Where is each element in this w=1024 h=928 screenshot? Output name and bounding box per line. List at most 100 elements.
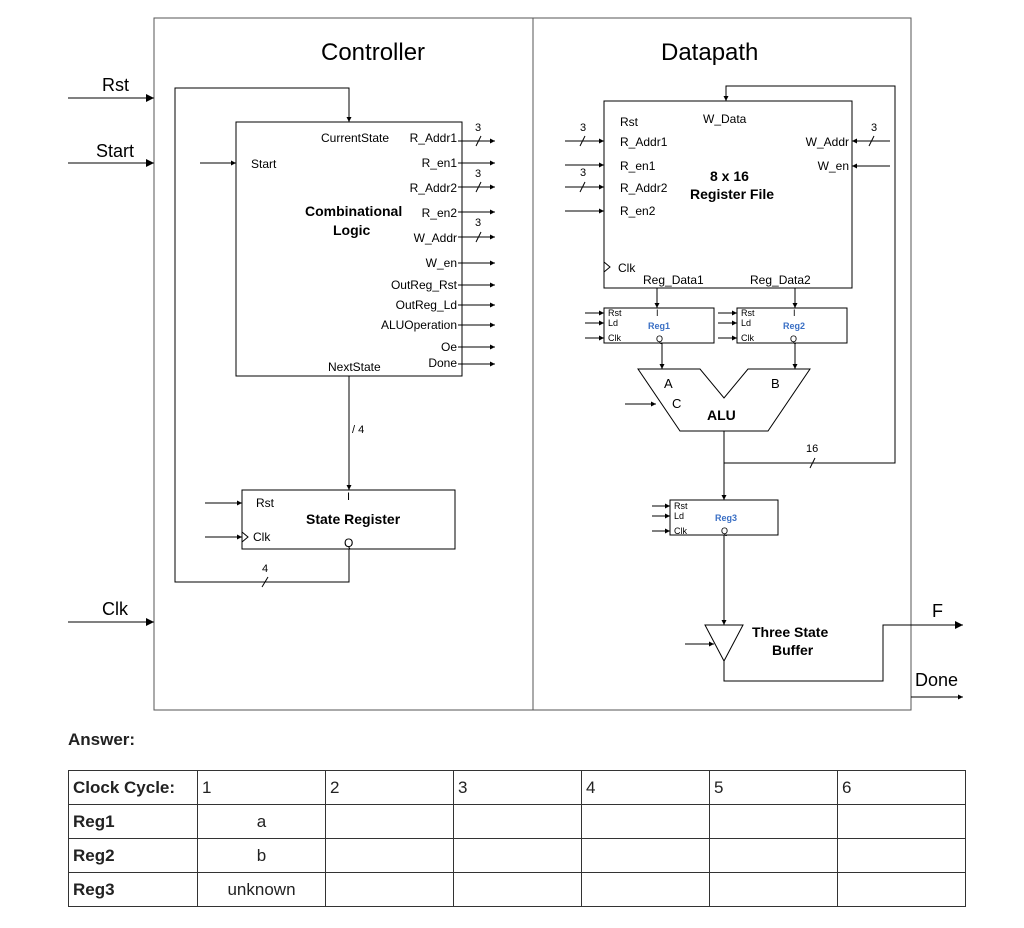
table-header-row: Clock Cycle: 1 2 3 4 5 6	[68, 770, 966, 805]
logic-out-r-en2: R_en2	[422, 206, 458, 220]
logic-out-done: Done	[428, 356, 457, 370]
system-block-diagram: Rst Start Clk F Done Controller Datapath…	[68, 17, 963, 711]
table-cell[interactable]: a	[197, 804, 326, 839]
rf-rst-label: Rst	[620, 115, 639, 129]
rf-tick-r-addr1	[579, 135, 586, 147]
clock-cycle-header: Clock Cycle:	[68, 770, 198, 805]
table-cell[interactable]	[325, 838, 454, 873]
start-input-label: Start	[96, 141, 134, 161]
writeback-bus-tick	[809, 457, 816, 469]
rf-clk-label: Clk	[618, 261, 636, 275]
feedback-bus-tick	[261, 576, 269, 588]
rf-bus-width-r-addr1: 3	[580, 122, 586, 134]
table-cell[interactable]	[709, 872, 838, 907]
rst-input-label: Rst	[102, 75, 129, 95]
reg1-q-label: Q	[656, 334, 663, 344]
table-cell[interactable]	[325, 804, 454, 839]
reg3-clk-label: Clk	[674, 526, 687, 536]
cycle-header-cell: 1	[197, 770, 326, 805]
table-row: Reg1 a	[68, 804, 966, 839]
datapath-title: Datapath	[661, 39, 758, 66]
table-cell[interactable]	[581, 804, 710, 839]
rf-title-line2: Register File	[690, 186, 774, 202]
state-feedback-loop	[174, 87, 352, 583]
register-file-block	[603, 100, 853, 289]
reg1-clk-label: Clk	[608, 333, 621, 343]
logic-out-outreg-ld: OutReg_Ld	[396, 298, 457, 312]
cycle-header-cell: 2	[325, 770, 454, 805]
clk-input-label: Clk	[102, 599, 129, 619]
state-reg-q-label: Q	[344, 536, 353, 550]
table-cell[interactable]	[837, 872, 966, 907]
logic-next-state-label: NextState	[328, 360, 381, 374]
rf-title-line1: 8 x 16	[710, 168, 749, 184]
rf-bus-width-r-addr2: 3	[580, 167, 586, 179]
controller-title: Controller	[321, 39, 425, 66]
reg2-clk-label: Clk	[741, 333, 754, 343]
row-label: Reg1	[68, 804, 198, 839]
answer-table: Clock Cycle: 1 2 3 4 5 6 Reg1 a Reg2 b R…	[68, 770, 966, 907]
reg2-rst-label: Rst	[741, 308, 755, 318]
table-cell[interactable]	[453, 872, 582, 907]
table-cell[interactable]: b	[197, 838, 326, 873]
reg3-rst-label: Rst	[674, 501, 688, 511]
state-reg-clk-label: Clk	[253, 530, 271, 544]
rf-r-addr2-label: R_Addr2	[620, 181, 668, 195]
alu-shape	[637, 368, 811, 432]
logic-out-r-addr1: R_Addr1	[410, 131, 458, 145]
bus-tick-r-addr2	[475, 181, 482, 193]
state-reg-rst-label: Rst	[256, 496, 275, 510]
row-label: Reg3	[68, 872, 198, 907]
table-cell[interactable]: unknown	[197, 872, 326, 907]
bus-tick-w-addr	[475, 231, 482, 243]
state-reg-i-label: I	[347, 491, 350, 503]
reg3-ld-label: Ld	[674, 511, 684, 521]
table-cell[interactable]	[837, 804, 966, 839]
rf-r-en1-label: R_en1	[620, 159, 656, 173]
logic-out-w-en: W_en	[426, 256, 457, 270]
rf-reg-data1-label: Reg_Data1	[643, 273, 704, 287]
table-cell[interactable]	[325, 872, 454, 907]
table-cell[interactable]	[581, 872, 710, 907]
rf-w-data-label: W_Data	[703, 112, 747, 126]
bus-width-w-addr: 3	[475, 217, 481, 229]
rf-w-en-label: W_en	[818, 159, 849, 173]
alu-c-label: C	[672, 396, 681, 411]
logic-title-line2: Logic	[333, 222, 371, 238]
logic-out-aluop: ALUOperation	[381, 318, 457, 332]
alu-a-label: A	[664, 376, 673, 391]
state-reg-clk-symbol	[241, 531, 249, 543]
alu-b-label: B	[771, 376, 780, 391]
alu-writeback-bus	[723, 85, 896, 464]
alu-title: ALU	[707, 407, 736, 423]
reg2-block	[736, 307, 848, 344]
table-cell[interactable]	[709, 804, 838, 839]
buffer-to-f-wire	[723, 621, 963, 682]
buffer-label-line2: Buffer	[772, 642, 814, 658]
rf-tick-r-addr2	[579, 181, 586, 193]
done-output-label: Done	[915, 670, 958, 690]
table-cell[interactable]	[453, 838, 582, 873]
table-row: Reg3 unknown	[68, 872, 966, 907]
reg2-i-label: I	[793, 308, 796, 318]
table-cell[interactable]	[581, 838, 710, 873]
rf-w-addr-label: W_Addr	[806, 135, 849, 149]
answer-label: Answer:	[68, 730, 136, 749]
table-cell[interactable]	[453, 804, 582, 839]
state-reg-title: State Register	[306, 511, 401, 527]
bus-tick-r-addr1	[475, 135, 482, 147]
table-cell[interactable]	[709, 838, 838, 873]
reg2-q-label: Q	[790, 334, 797, 344]
cycle-header-cell: 3	[453, 770, 582, 805]
cycle-header-cell: 6	[837, 770, 966, 805]
bus-width-r-addr1: 3	[475, 122, 481, 134]
reg1-i-label: I	[656, 308, 659, 318]
buffer-label-line1: Three State	[752, 624, 828, 640]
reg3-q-label: Q	[721, 526, 728, 536]
logic-current-state-label: CurrentState	[321, 131, 389, 145]
reg1-ld-label: Ld	[608, 318, 618, 328]
reg1-block	[603, 307, 715, 344]
logic-out-r-addr2: R_Addr2	[410, 181, 458, 195]
cycle-header-cell: 4	[581, 770, 710, 805]
table-cell[interactable]	[837, 838, 966, 873]
